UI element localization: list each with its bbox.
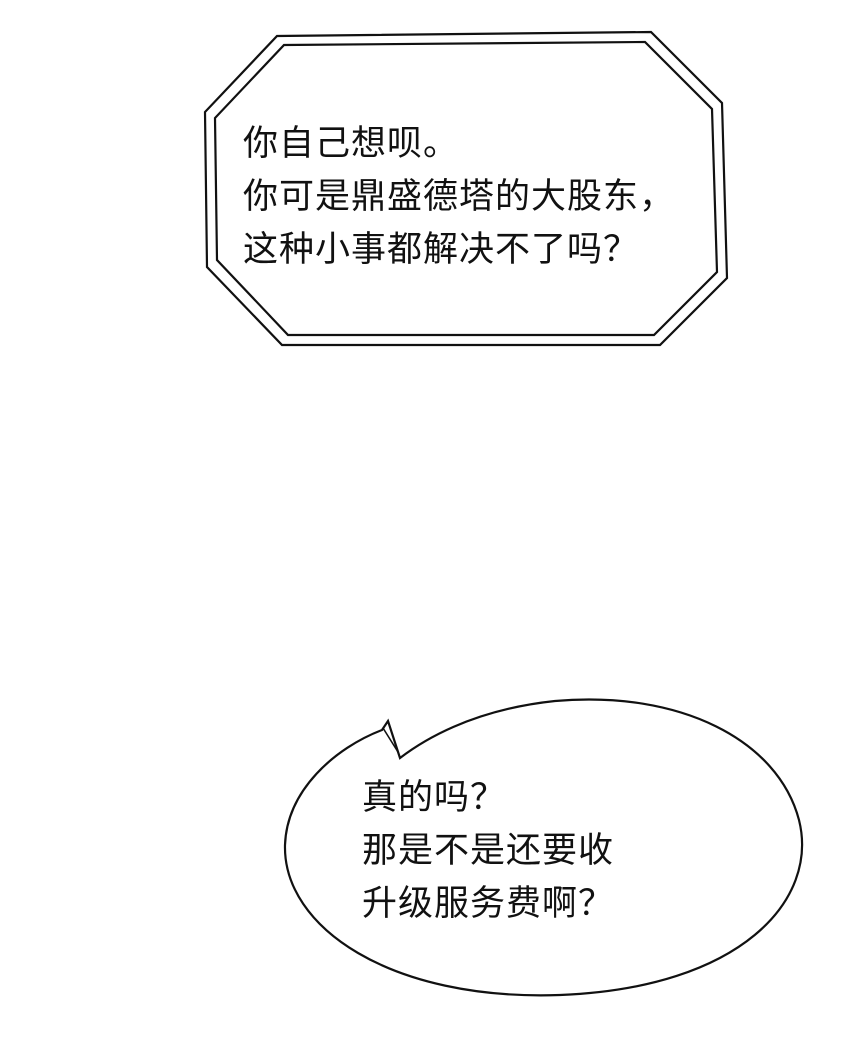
speech-line: 真的吗？ <box>362 778 507 818</box>
caption-line: 你可是鼎盛德塔的大股东， <box>243 177 676 217</box>
speech-text: 真的吗？ 那是不是还要收 升级服务费啊？ <box>362 772 614 931</box>
caption-line: 这种小事都解决不了吗？ <box>243 230 640 270</box>
speech-line: 那是不是还要收 <box>362 831 615 871</box>
octagon-caption-box <box>203 30 729 347</box>
caption-line: 你自己想呗。 <box>243 124 460 164</box>
speech-line: 升级服务费啊？ <box>362 884 615 924</box>
speech-balloon <box>283 698 804 997</box>
caption-text: 你自己想呗。 你可是鼎盛德塔的大股东， 这种小事都解决不了吗？ <box>243 118 675 277</box>
